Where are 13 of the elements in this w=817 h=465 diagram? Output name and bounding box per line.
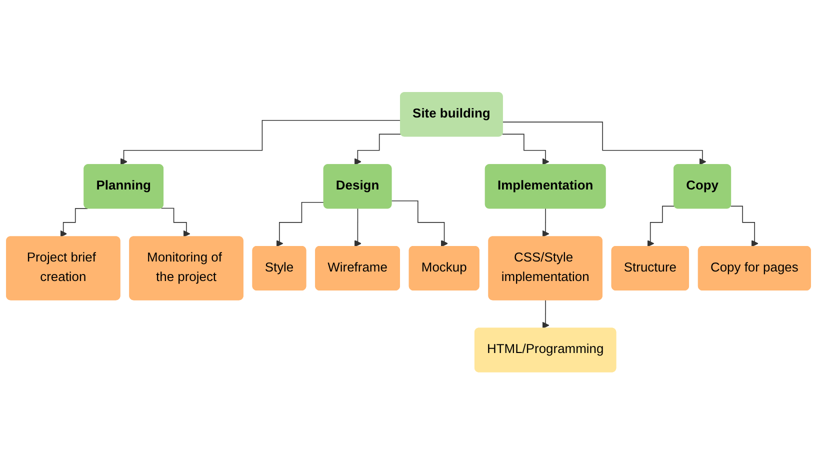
arrow	[502, 122, 706, 166]
arrow	[354, 134, 402, 166]
arrow	[354, 208, 362, 248]
arrow	[730, 206, 758, 248]
arrow	[391, 200, 448, 248]
arrow	[542, 300, 550, 330]
arrow	[542, 208, 550, 238]
arrow	[120, 120, 402, 166]
arrow	[276, 202, 325, 248]
arrow	[60, 208, 88, 238]
arrow	[160, 208, 190, 238]
arrow	[502, 134, 550, 166]
arrow	[646, 206, 676, 248]
